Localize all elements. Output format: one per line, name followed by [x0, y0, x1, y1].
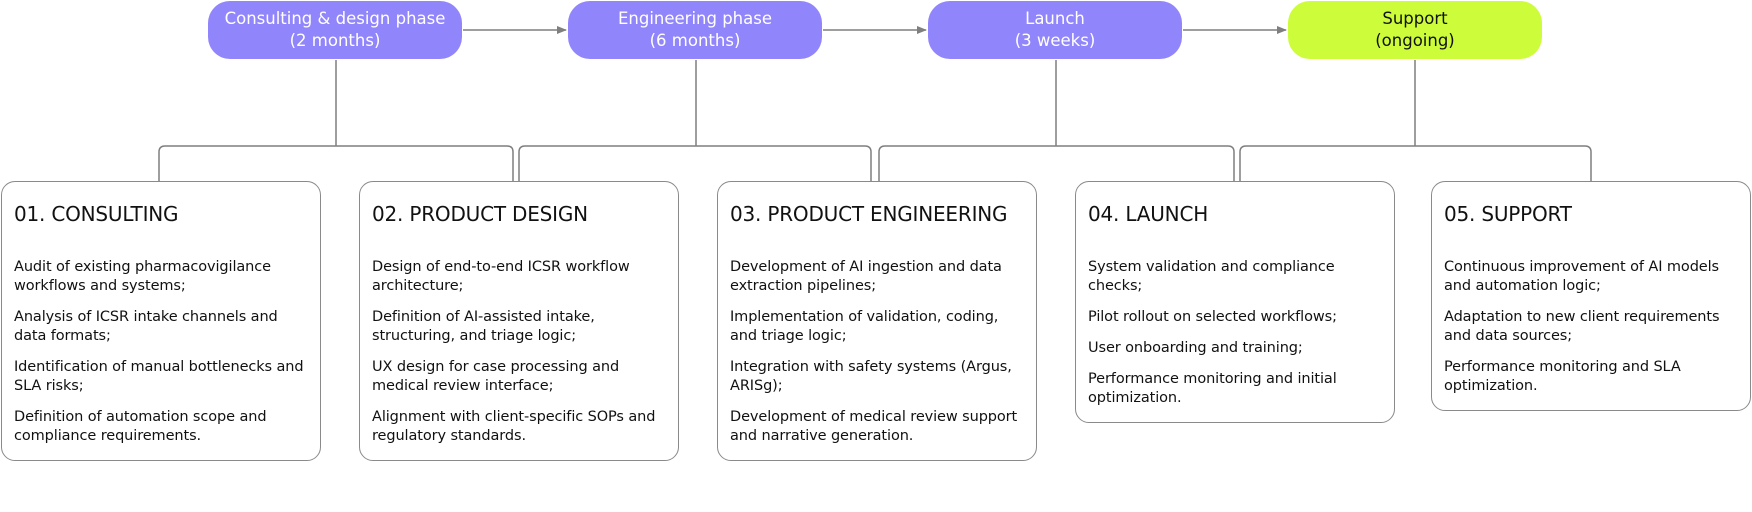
phase-support: Support (ongoing) — [1288, 1, 1542, 59]
bracket-phase-2 — [518, 60, 872, 181]
card-item-list: System validation and compliance checks;… — [1088, 258, 1382, 408]
card-item: Pilot rollout on selected workflows; — [1088, 309, 1337, 325]
phase-duration: (ongoing) — [1375, 31, 1455, 50]
phase-title: Support — [1382, 9, 1448, 28]
card-item: Development of medical review support an… — [730, 409, 1018, 444]
phase-engineering: Engineering phase (6 months) — [568, 1, 822, 59]
phase-title: Launch — [1025, 9, 1085, 28]
card-item: Analysis of ICSR intake channels and dat… — [14, 309, 278, 344]
card-item: Audit of existing pharmacovigilance work… — [14, 259, 271, 294]
card-title: 05. SUPPORT — [1444, 202, 1572, 226]
bracket-phase-4 — [1239, 60, 1592, 181]
card-title: 03. PRODUCT ENGINEERING — [730, 202, 1008, 226]
card-item: Definition of AI-assisted intake, struct… — [372, 309, 595, 344]
card-item-list: Design of end-to-end ICSR workflow archi… — [372, 258, 666, 446]
card-item: Performance monitoring and SLA optimizat… — [1444, 359, 1681, 394]
card-item: Design of end-to-end ICSR workflow archi… — [372, 259, 630, 294]
card-item: Alignment with client-specific SOPs and … — [372, 409, 656, 444]
card-item-list: Development of AI ingestion and data ext… — [730, 258, 1024, 446]
card-item: Integration with safety systems (Argus, … — [730, 359, 1012, 394]
card-item: Adaptation to new client requirements an… — [1444, 309, 1720, 344]
card-item: Definition of automation scope and compl… — [14, 409, 267, 444]
phase-launch: Launch (3 weeks) — [928, 1, 1182, 59]
phase-duration: (2 months) — [289, 31, 381, 50]
phase-duration: (3 weeks) — [1014, 31, 1096, 50]
phase-duration: (6 months) — [649, 31, 741, 50]
card-item: User onboarding and training; — [1088, 340, 1303, 356]
bracket-phase-3 — [878, 60, 1235, 181]
card-product-engineering: 03. PRODUCT ENGINEERING Development of A… — [717, 181, 1037, 461]
card-item: Development of AI ingestion and data ext… — [730, 259, 1002, 294]
card-title: 01. CONSULTING — [14, 202, 179, 226]
bracket-phase-1 — [158, 60, 514, 181]
card-item-list: Audit of existing pharmacovigilance work… — [14, 258, 308, 446]
card-launch: 04. LAUNCH System validation and complia… — [1075, 181, 1395, 423]
card-item: Continuous improvement of AI models and … — [1444, 259, 1720, 294]
card-item: Implementation of validation, coding, an… — [730, 309, 999, 344]
phase-title: Engineering phase — [617, 9, 773, 28]
phase-title: Consulting & design phase — [224, 9, 446, 28]
phase-consulting-design: Consulting & design phase (2 months) — [208, 1, 462, 59]
card-item: Identification of manual bottlenecks and… — [14, 359, 304, 394]
card-item: System validation and compliance checks; — [1088, 259, 1335, 294]
card-support: 05. SUPPORT Continuous improvement of AI… — [1431, 181, 1751, 411]
card-consulting: 01. CONSULTING Audit of existing pharmac… — [1, 181, 321, 461]
card-product-design: 02. PRODUCT DESIGN Design of end-to-end … — [359, 181, 679, 461]
card-item-list: Continuous improvement of AI models and … — [1444, 258, 1738, 396]
card-title: 02. PRODUCT DESIGN — [372, 202, 588, 226]
card-item: Performance monitoring and initial optim… — [1088, 371, 1337, 406]
card-title: 04. LAUNCH — [1088, 202, 1209, 226]
card-item: UX design for case processing and medica… — [372, 359, 620, 394]
